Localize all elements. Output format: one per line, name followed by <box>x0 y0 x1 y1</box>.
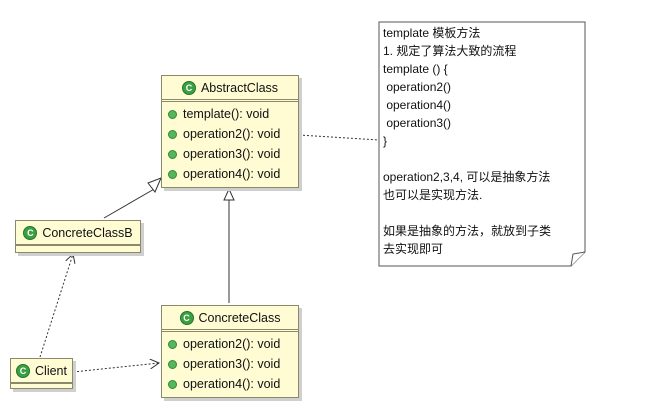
dependency-client-concreteclass <box>72 363 159 373</box>
abstractclass-box[interactable]: C AbstractClass template(): void operati… <box>161 75 299 188</box>
concreteclassb-name: ConcreteClassB <box>42 225 133 240</box>
concreteclassb-members <box>16 245 140 249</box>
method-item: operation4(): void <box>168 374 298 394</box>
method-icon <box>168 129 177 139</box>
method-item: operation2(): void <box>168 124 298 144</box>
abstractclass-name: AbstractClass <box>200 80 279 95</box>
concreteclassb-box[interactable]: C ConcreteClassB <box>15 220 141 253</box>
note-line: operation4() <box>383 98 452 112</box>
method-icon <box>168 149 177 159</box>
client-header: C Client <box>11 359 72 383</box>
client-name: Client <box>35 363 67 378</box>
note-line: } <box>383 134 388 148</box>
method-icon <box>168 109 177 119</box>
method-label: template(): void <box>183 107 270 121</box>
note-line: 1. 规定了算法大致的流程 <box>383 44 517 58</box>
method-icon <box>168 339 177 349</box>
method-icon <box>168 169 177 179</box>
note-line: template 模板方法 <box>383 26 481 40</box>
class-icon: C <box>179 310 194 325</box>
client-members <box>11 383 72 387</box>
method-label: operation2(): void <box>183 337 281 351</box>
method-icon <box>168 379 177 389</box>
method-item: operation3(): void <box>168 354 298 374</box>
note-line: operation2() <box>383 80 452 94</box>
method-icon <box>168 359 177 369</box>
method-label: operation3(): void <box>183 357 281 371</box>
abstractclass-methods: template(): void operation2(): void oper… <box>162 102 298 186</box>
concreteclass-header: C ConcreteClass <box>162 306 298 332</box>
method-label: operation2(): void <box>183 127 281 141</box>
method-item: template(): void <box>168 104 298 124</box>
client-box[interactable]: C Client <box>10 358 73 389</box>
note-line: 去实现即可 <box>383 242 444 256</box>
note-line: operation2,3,4, 可以是抽象方法 <box>383 170 551 184</box>
method-item: operation3(): void <box>168 144 298 164</box>
concreteclass-methods: operation2(): void operation3(): void op… <box>162 332 298 396</box>
note-line: operation3() <box>383 116 452 130</box>
class-icon: C <box>23 225 38 240</box>
inheritance-arrowhead-b <box>147 177 162 193</box>
note-line: 如果是抽象的方法，就放到子类 <box>383 224 552 238</box>
class-icon: C <box>181 80 196 95</box>
note-blank-line <box>383 204 581 222</box>
note-connector <box>298 134 380 141</box>
method-item: operation4(): void <box>168 164 298 184</box>
note-blank-line <box>383 150 581 168</box>
inheritance-concreteclassb <box>103 187 157 219</box>
abstractclass-header: C AbstractClass <box>162 76 298 102</box>
dependency-client-concreteclassb <box>39 254 73 358</box>
concreteclassb-header: C ConcreteClassB <box>16 221 140 245</box>
method-label: operation4(): void <box>183 167 281 181</box>
method-label: operation3(): void <box>183 147 281 161</box>
class-icon: C <box>16 363 31 378</box>
concreteclass-name: ConcreteClass <box>198 310 281 325</box>
inheritance-arrowhead <box>223 187 235 201</box>
note-line: template () { <box>383 62 448 76</box>
method-label: operation4(): void <box>183 377 281 391</box>
note-line: 也可以是实现方法. <box>383 188 483 202</box>
method-item: operation2(): void <box>168 334 298 354</box>
concreteclass-box[interactable]: C ConcreteClass operation2(): void opera… <box>161 305 299 398</box>
